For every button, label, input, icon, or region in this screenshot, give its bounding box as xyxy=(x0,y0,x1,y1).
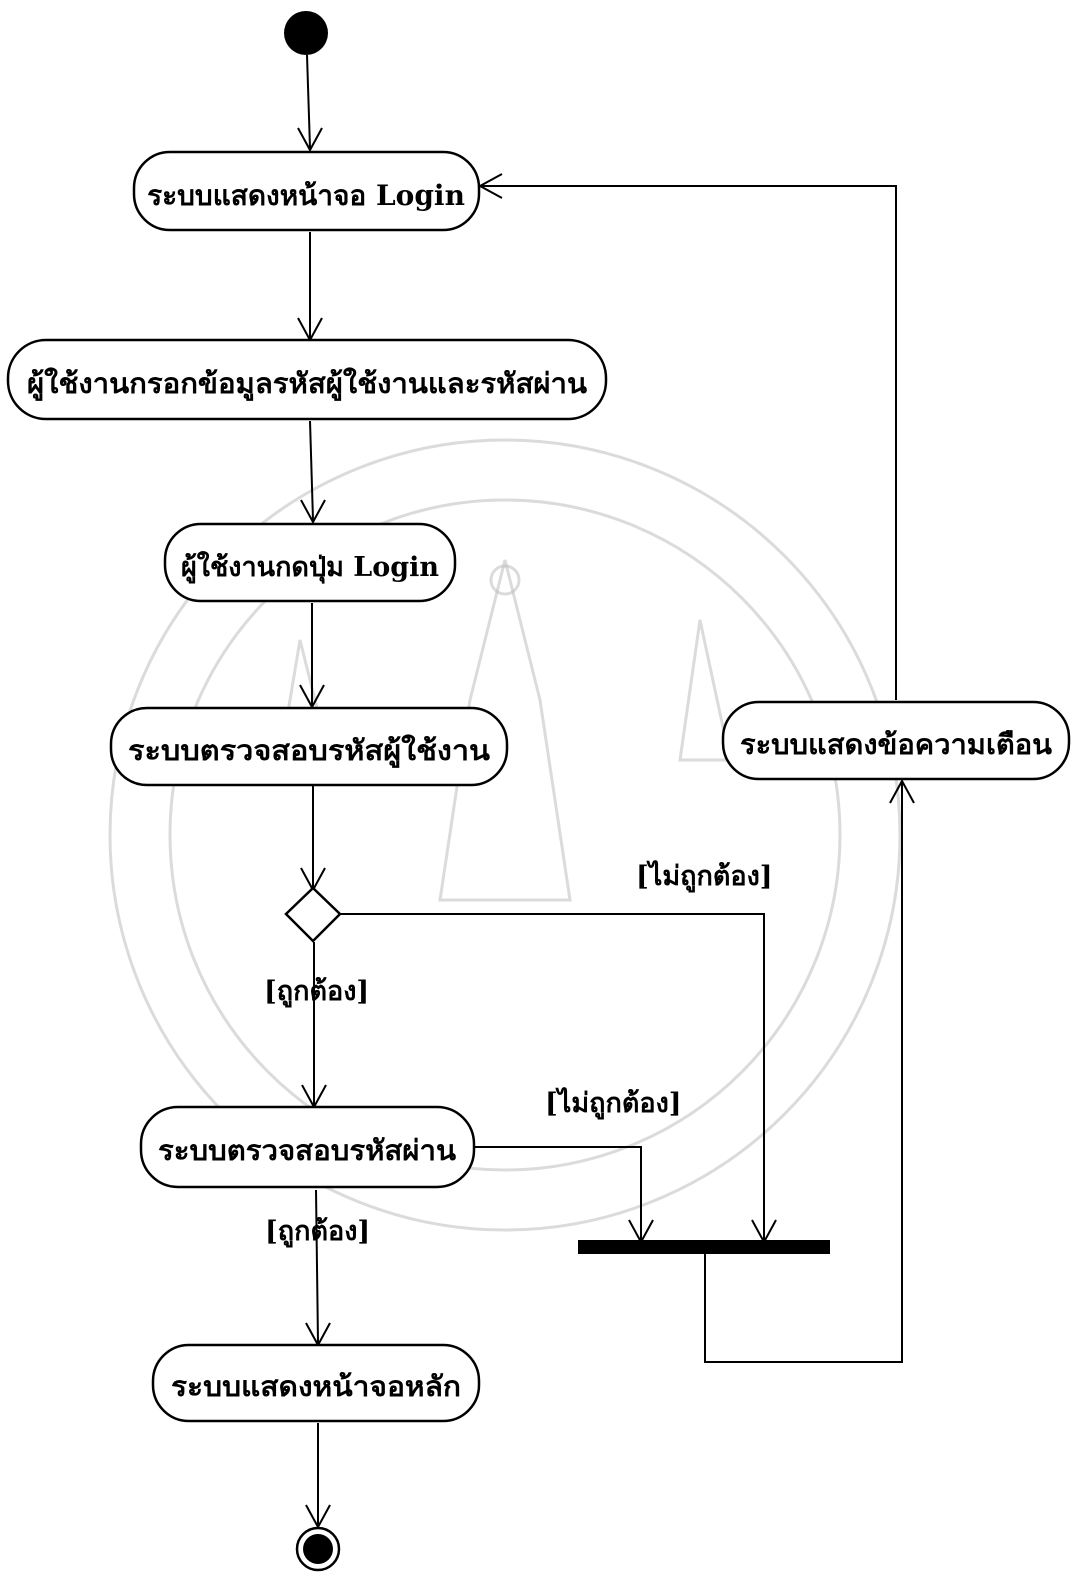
activity-show-warning-label: ระบบแสดงข้อความเตือน xyxy=(740,728,1052,761)
activity-show-login-label: ระบบแสดงหน้าจอ Login xyxy=(147,179,465,212)
activity-show-login: ระบบแสดงหน้าจอ Login xyxy=(132,150,481,232)
flow-start-to-login xyxy=(306,54,311,149)
activity-enter-credentials: ผู้ใช้งานกรอกข้อมูลรหัสผู้ใช้งานและรหัสผ… xyxy=(6,338,608,421)
activity-check-password: ระบบตรวจสอบรหัสผ่าน xyxy=(139,1105,476,1189)
activity-check-username: ระบบตรวจสอบรหัสผู้ใช้งาน xyxy=(109,706,509,787)
activity-show-main: ระบบแสดงหน้าจอหลัก xyxy=(151,1343,481,1423)
initial-node xyxy=(284,11,328,55)
activity-show-warning: ระบบแสดงข้อความเตือน xyxy=(721,700,1071,781)
arrowheads xyxy=(297,127,915,1530)
activity-press-login-label: ผู้ใช้งานกดปุ่ม Login xyxy=(181,551,439,584)
flow-credentials-to-press xyxy=(309,420,314,521)
activity-press-login: ผู้ใช้งานกดปุ่ม Login xyxy=(163,522,457,603)
watermark-seal xyxy=(108,438,902,1232)
activity-enter-credentials-label: ผู้ใช้งานกรอกข้อมูลรหัสผู้ใช้งานและรหัสผ… xyxy=(27,367,587,401)
control-flows xyxy=(306,54,903,1525)
activity-check-password-label: ระบบตรวจสอบรหัสผ่าน xyxy=(158,1134,456,1167)
activity-show-main-label: ระบบแสดงหน้าจอหลัก xyxy=(171,1370,461,1403)
flow-decision-invalid xyxy=(340,913,765,1240)
activity-check-username-label: ระบบตรวจสอบรหัสผู้ใช้งาน xyxy=(128,734,490,768)
final-node xyxy=(295,1526,341,1572)
flow-password-invalid xyxy=(475,1146,642,1240)
guard-password-invalid: [ไม่ถูกต้อง] xyxy=(545,1087,682,1120)
decision-diamond xyxy=(284,886,342,943)
guard-username-invalid: [ไม่ถูกต้อง] xyxy=(636,860,773,893)
flow-join-to-warning xyxy=(704,781,903,1363)
flow-check-password-to-main xyxy=(315,1189,319,1344)
guard-password-valid: [ถูกต้อง] xyxy=(265,1216,370,1248)
guard-username-valid: [ถูกต้อง] xyxy=(264,976,369,1008)
flow-warning-to-login xyxy=(480,185,897,700)
join-bar xyxy=(578,1240,830,1254)
